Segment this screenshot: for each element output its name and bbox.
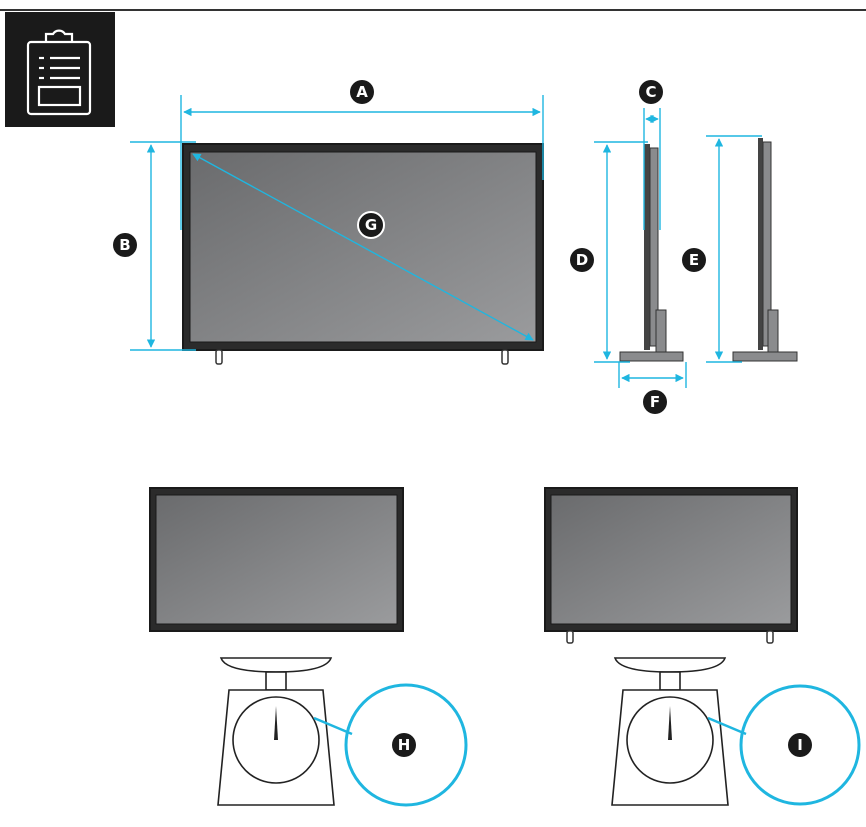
label-d: D [576,251,588,269]
label-a: A [356,83,368,101]
label-h: H [398,736,411,754]
tv-side-view-with-stand [619,144,684,362]
label-b: B [119,236,130,254]
tv-side-view-tilt [732,138,798,362]
tv-front-view [182,143,544,365]
badge-h: H [392,733,416,757]
badge-e: E [682,248,706,272]
dimension-d-height-with-stand [594,141,648,363]
tv-with-stand [544,487,798,644]
dimension-e-height [706,135,762,363]
badge-d: D [570,248,594,272]
clipboard-checklist-icon [26,29,92,116]
label-i: I [797,736,803,754]
badge-b: B [113,233,137,257]
badge-g: G [357,211,385,239]
badge-i: I [788,733,812,757]
badge-c: C [639,80,663,104]
dimension-b-height [130,141,196,351]
label-c: C [645,83,656,101]
dimension-f-stand-depth [618,362,687,388]
header-badge [5,12,115,127]
label-g: G [365,216,377,234]
weighing-scale-icon [217,657,335,806]
callout-i [707,684,861,806]
callout-h [313,683,468,807]
label-f: F [650,393,660,411]
badge-f: F [643,390,667,414]
badge-a: A [350,80,374,104]
weighing-scale-icon [611,657,729,806]
dimension-g-diagonal [192,153,534,341]
label-e: E [689,251,699,269]
dimension-a-width [180,95,544,230]
tv-without-stand [149,487,404,632]
dimension-c-depth [643,108,661,230]
